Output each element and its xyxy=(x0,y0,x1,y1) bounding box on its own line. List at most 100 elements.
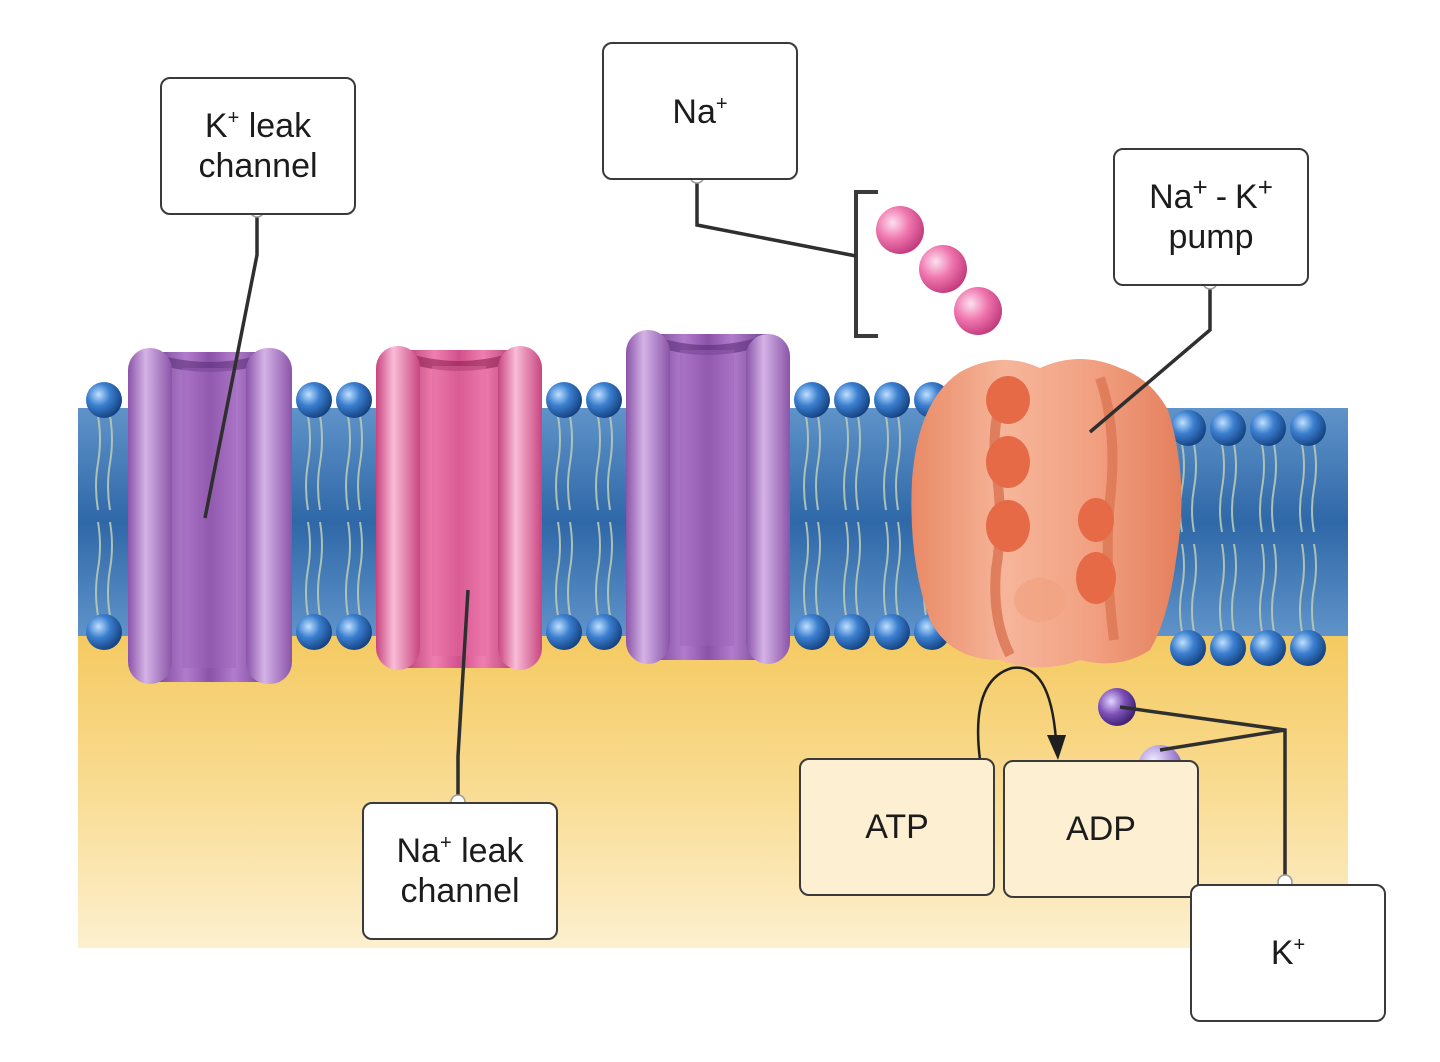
atp-text: ATP xyxy=(865,808,929,846)
na-ion-1 xyxy=(876,206,924,254)
lipid-tail xyxy=(855,415,861,511)
lipid-tail xyxy=(1191,443,1197,533)
third-channel xyxy=(626,330,790,664)
phospholipid-head xyxy=(86,614,122,650)
lipid-tail xyxy=(607,521,613,617)
lipid-tail xyxy=(895,521,901,617)
lipid-tail xyxy=(1231,543,1237,633)
lipid-tail xyxy=(1259,543,1265,633)
phospholipid-head xyxy=(546,382,582,418)
phospholipid-head xyxy=(336,382,372,418)
lipid-tail xyxy=(855,521,861,617)
atp-adp-arrow xyxy=(976,666,1066,761)
na-ion-2 xyxy=(919,245,967,293)
na-leak-line-2: channel xyxy=(400,872,520,910)
phospholipid-head xyxy=(834,614,870,650)
pump-label: Na+-K+ pump xyxy=(1113,148,1309,286)
phospholipid-head xyxy=(874,614,910,650)
leader-lines xyxy=(203,178,1287,882)
k-ion-leader xyxy=(1119,705,1287,882)
lipid-tail xyxy=(883,415,889,511)
na-ion-charge: + xyxy=(715,93,728,115)
na-ion-text: Na+ xyxy=(672,92,727,132)
lipid-tail xyxy=(357,415,363,511)
lipid-tail xyxy=(107,521,113,617)
phospholipid-heads xyxy=(86,382,1326,666)
k-charge: + xyxy=(227,107,240,129)
lipid-tail xyxy=(1259,443,1265,533)
na-leak-word: leak xyxy=(451,832,524,870)
phospholipid-head xyxy=(874,382,910,418)
pump-na-charge: + xyxy=(1192,172,1208,202)
lipid-tail xyxy=(1311,443,1317,533)
lipid-tail xyxy=(1299,443,1305,533)
lipid-tail xyxy=(555,415,561,511)
lipid-tail xyxy=(95,415,101,511)
adp-label: ADP xyxy=(1003,760,1199,898)
pump-line-2: pump xyxy=(1168,218,1254,256)
k-ion-label: K+ xyxy=(1190,884,1386,1022)
phospholipid-head xyxy=(1210,410,1246,446)
phospholipid-head xyxy=(1290,410,1326,446)
lipid-tail xyxy=(345,521,351,617)
phospholipid-head xyxy=(586,614,622,650)
lipid-tail xyxy=(567,521,573,617)
lipid-tail xyxy=(595,521,601,617)
pump-dash: - xyxy=(1215,178,1228,216)
lipid-tail xyxy=(595,415,601,511)
na-ion-label: Na+ xyxy=(602,42,798,180)
lipid-tail xyxy=(815,415,821,511)
lipid-tail xyxy=(317,415,323,511)
lipid-tail xyxy=(607,415,613,511)
lipid-tail xyxy=(345,415,351,511)
pump-k-symbol: K xyxy=(1235,178,1258,216)
lipid-tail xyxy=(1219,543,1225,633)
phospholipid-head xyxy=(1290,630,1326,666)
lipid-tail xyxy=(95,521,101,617)
lipid-tail xyxy=(357,521,363,617)
phospholipid-head xyxy=(1250,630,1286,666)
k-leak-channel-label: K+ leak channel xyxy=(160,77,356,215)
na-bracket xyxy=(854,190,878,338)
phospholipid-head xyxy=(336,614,372,650)
phospholipid-head xyxy=(794,382,830,418)
lipid-tail xyxy=(107,415,113,511)
k-leak-word: leak xyxy=(239,107,312,145)
lipid-tail xyxy=(1271,543,1277,633)
lipid-tail xyxy=(1231,443,1237,533)
k-leak-leader xyxy=(203,212,259,519)
na-leak-channel-label: Na+ leak channel xyxy=(362,802,558,940)
lipid-tail xyxy=(317,521,323,617)
lipid-tail xyxy=(1191,543,1197,633)
lipid-tail xyxy=(305,521,311,617)
na-leak-channel xyxy=(376,346,542,670)
lipid-tail xyxy=(895,415,901,511)
lipid-tail xyxy=(567,415,573,511)
phospholipid-head xyxy=(1210,630,1246,666)
na-charge: + xyxy=(439,832,452,854)
phospholipid-head xyxy=(546,614,582,650)
phospholipid-head xyxy=(834,382,870,418)
lipid-tail xyxy=(803,521,809,617)
lipid-tail xyxy=(305,415,311,511)
pump-leader xyxy=(1088,282,1212,434)
lipid-tail xyxy=(843,415,849,511)
phospholipid-head xyxy=(86,382,122,418)
adp-text: ADP xyxy=(1066,810,1136,848)
na-k-pump xyxy=(911,359,1182,668)
phospholipid-head xyxy=(1170,630,1206,666)
lipid-tail xyxy=(803,415,809,511)
na-ion-3 xyxy=(954,287,1002,335)
na-ions xyxy=(876,206,1002,335)
k-ion-symbol: K xyxy=(1270,934,1294,972)
atp-label: ATP xyxy=(799,758,995,896)
lipid-tail xyxy=(1219,443,1225,533)
lipid-tail xyxy=(1299,543,1305,633)
pump-line-1: Na+-K+ xyxy=(1149,174,1273,217)
lipid-tail xyxy=(555,521,561,617)
lipid-tail xyxy=(1311,543,1317,633)
na-symbol: Na xyxy=(396,832,440,870)
k-leak-line-2: channel xyxy=(198,147,318,185)
na-ion-leader xyxy=(695,178,857,258)
